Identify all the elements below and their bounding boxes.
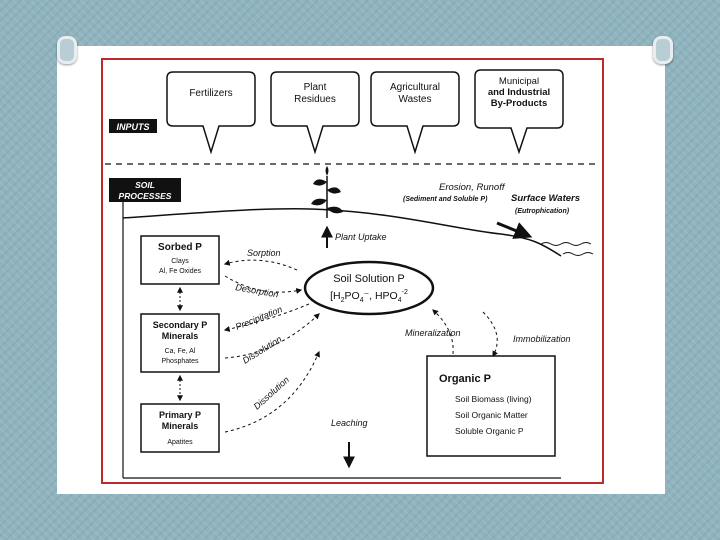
erosion-subtitle: (Sediment and Soluble P) bbox=[403, 196, 488, 203]
soil-processes-label-box bbox=[109, 178, 181, 202]
precipitation-arrow bbox=[223, 303, 310, 332]
organic-p-line1: Soil Biomass (living) bbox=[455, 394, 532, 404]
soil-label-line2: PROCESSES bbox=[119, 191, 172, 201]
bubble-text-line2: Residues bbox=[294, 94, 336, 105]
dissolution-arrow-primary bbox=[224, 350, 320, 433]
soil-solution-formula: [H2PO4⁻, HPO4-2 bbox=[330, 289, 408, 304]
sorbed-p-box bbox=[140, 235, 220, 285]
soil-solution-title: Soil Solution P bbox=[333, 273, 405, 285]
input-bubble-municipal-byproducts: Municipal and Industrial By-Products bbox=[474, 69, 564, 155]
soil-solution-ellipse bbox=[303, 260, 435, 316]
organic-p-box bbox=[426, 355, 556, 457]
bubble-text-line2: and Industrial bbox=[488, 87, 550, 98]
bubble-text-line3: By-Products bbox=[491, 98, 547, 109]
diagram-frame bbox=[101, 58, 604, 484]
sorption-arrow bbox=[223, 259, 298, 271]
soil-label-line1: SOIL bbox=[135, 180, 155, 190]
sorbed-p-title: Sorbed P bbox=[158, 242, 202, 253]
input-bubble-fertilizers: Fertilizers bbox=[166, 71, 256, 155]
leaching-label: Leaching bbox=[331, 418, 368, 428]
bubble-text-line1: Agricultural bbox=[390, 82, 440, 93]
surface-waters-subtitle: (Eutrophication) bbox=[515, 208, 570, 215]
inputs-label: INPUTS bbox=[116, 122, 149, 132]
immobilization-arrow bbox=[482, 311, 498, 358]
sorbed-p-line1: Clays bbox=[171, 258, 189, 265]
water-ripple-icon bbox=[562, 252, 594, 256]
dissolution-label-1: Dissolution bbox=[241, 334, 284, 366]
bubble-text-line1: Plant bbox=[304, 82, 327, 93]
organic-p-line3: Soluble Organic P bbox=[455, 426, 524, 436]
precipitation-label: Precipitation bbox=[234, 304, 284, 332]
surface-waters-title: Surface Waters bbox=[511, 193, 580, 204]
secondary-p-title2: Minerals bbox=[162, 331, 199, 341]
phosphorus-cycle-diagram: INPUTS Fertilizers Plant Residues Agricu… bbox=[105, 69, 599, 479]
mineralization-label: Mineralization bbox=[405, 328, 461, 338]
primary-p-title1: Primary P bbox=[159, 410, 201, 420]
input-bubble-agricultural-wastes: Agricultural Wastes bbox=[370, 71, 460, 155]
dissolution-label-2: Dissolution bbox=[252, 375, 291, 412]
primary-p-title2: Minerals bbox=[162, 421, 199, 431]
water-surface-icon bbox=[540, 242, 592, 246]
desorption-label: Desorption bbox=[235, 282, 280, 299]
primary-p-box bbox=[140, 403, 220, 453]
immobilization-label: Immobilization bbox=[513, 334, 571, 344]
runoff-arrow bbox=[496, 221, 533, 239]
binder-ring-icon bbox=[653, 36, 673, 64]
inputs-label-box bbox=[109, 119, 157, 133]
sorption-label: Sorption bbox=[247, 248, 281, 258]
bubble-text-line1: Fertilizers bbox=[189, 88, 232, 99]
sorbed-p-line2: Al, Fe Oxides bbox=[159, 268, 202, 275]
secondary-p-line1: Ca, Fe, Al bbox=[165, 348, 196, 355]
organic-p-line2: Soil Organic Matter bbox=[455, 410, 528, 420]
secondary-p-box bbox=[140, 313, 220, 373]
bubble-text-line2: Wastes bbox=[399, 94, 432, 105]
organic-p-title: Organic P bbox=[439, 373, 491, 385]
primary-p-line1: Apatites bbox=[167, 439, 193, 446]
secondary-p-title1: Secondary P bbox=[153, 320, 208, 330]
binder-ring-icon bbox=[57, 36, 77, 64]
bubble-text-line1: Municipal bbox=[499, 76, 539, 87]
plant-uptake-label: Plant Uptake bbox=[335, 232, 387, 242]
input-bubble-plant-residues: Plant Residues bbox=[270, 71, 360, 155]
secondary-p-line2: Phosphates bbox=[162, 358, 199, 365]
plant-icon bbox=[311, 166, 343, 218]
desorption-arrow bbox=[224, 275, 303, 294]
erosion-title: Erosion, Runoff bbox=[439, 182, 506, 193]
